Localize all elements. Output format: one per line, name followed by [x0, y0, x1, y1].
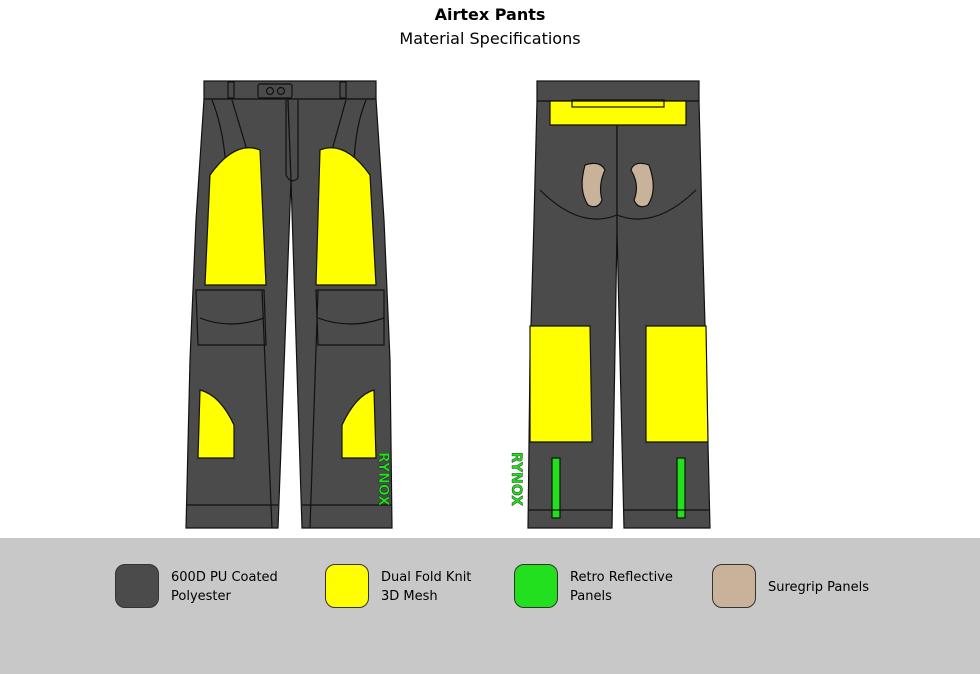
front-knee-left [195, 289, 267, 346]
legend-swatch [712, 564, 756, 608]
front-knee-curve-left [199, 317, 265, 325]
back-reflective-right [676, 457, 686, 519]
pants-back-view [527, 80, 711, 529]
back-grip-right [630, 162, 654, 208]
front-button-right [276, 86, 286, 96]
back-mesh-calf-left [529, 325, 593, 443]
back-reflective-left [551, 457, 561, 519]
legend-label: 600D PU Coated Polyester [171, 570, 278, 604]
front-inner-seam-right [309, 289, 319, 529]
front-mesh-thigh-left [204, 147, 267, 286]
back-left-leg [527, 100, 618, 529]
back-mesh-calf-right [645, 325, 709, 443]
front-belt-loop-right [339, 81, 347, 99]
legend-swatch [325, 564, 369, 608]
pants-illustration: RYNOX RYNOX [185, 80, 711, 529]
front-inner-seam-left [261, 289, 273, 529]
back-right-leg [616, 100, 711, 529]
back-brand-logo: RYNOX [508, 452, 524, 506]
front-knee-curve-right [317, 317, 385, 325]
legend-bar: 600D PU Coated Polyester Dual Fold Knit … [0, 538, 980, 674]
front-waist-tab [257, 83, 293, 99]
page-subtitle: Material Specifications [399, 29, 581, 48]
back-zip-pocket [571, 99, 665, 108]
legend-swatch [115, 564, 159, 608]
legend-label: Suregrip Panels [768, 580, 869, 595]
front-brand-logo: RYNOX [375, 452, 391, 506]
legend-label: Dual Fold Knit 3D Mesh [381, 570, 472, 604]
back-waistband [536, 80, 700, 102]
legend-label: Retro Reflective Panels [570, 570, 673, 604]
legend-swatch [514, 564, 558, 608]
page-title: Airtex Pants [434, 5, 546, 24]
back-seat-seam [539, 189, 697, 220]
pants-front-view [185, 80, 393, 529]
back-grip-left [581, 162, 606, 208]
front-mesh-shin-right [341, 389, 377, 459]
front-mesh-shin-left [197, 389, 235, 459]
front-belt-loop-left [227, 81, 235, 99]
front-fly-seam [285, 100, 299, 182]
back-mesh-yoke [549, 100, 687, 126]
front-button-left [265, 86, 275, 96]
front-mesh-thigh-right [315, 147, 377, 286]
